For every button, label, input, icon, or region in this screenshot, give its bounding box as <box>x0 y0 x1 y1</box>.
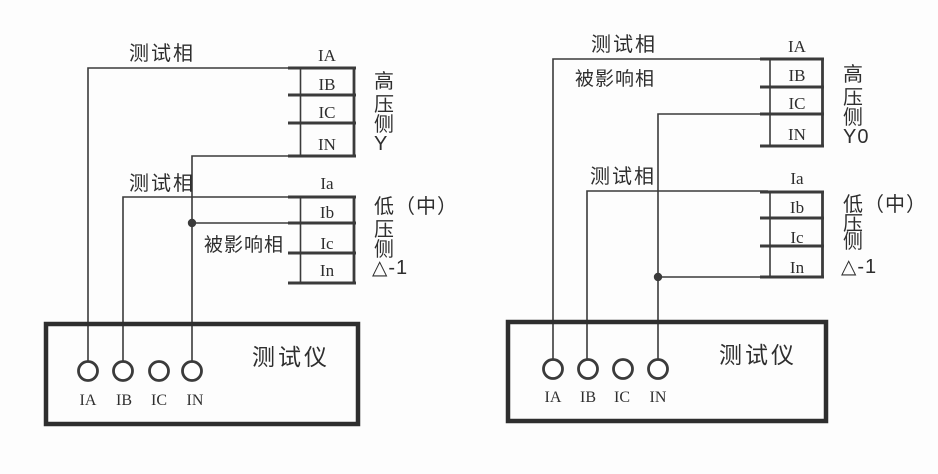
left-lv-side-line-3: 侧 <box>374 238 395 261</box>
left-lv-side-line-2: 压 <box>374 219 395 241</box>
left-tester-socket-label-ia: IA <box>80 392 97 409</box>
right-lv-side-line-2: 压 <box>843 213 864 235</box>
right-tester-socket-label-ic: IC <box>614 389 630 406</box>
right-tester-socket-ic <box>612 358 634 380</box>
left-hv-terminal-label-ic: IC <box>319 103 336 122</box>
right-lv-terminal-label-ia: Ia <box>790 169 804 188</box>
left-wire-lv-ia-to-tester-ib <box>122 196 296 361</box>
left-tester-socket-label-in: IN <box>187 392 204 409</box>
right-hv-side-label: 高 压 侧 Y0 <box>843 63 869 148</box>
right-wire-hv-ia-to-tester-ia <box>552 58 768 359</box>
right-tester-socket-label-ia: IA <box>545 389 562 406</box>
right-tester-socket-label-ib: IB <box>580 389 596 406</box>
left-hv-side-char-3: 侧 <box>374 113 395 136</box>
right-tester-socket-in <box>647 358 669 380</box>
right-tester-socket-ia <box>542 358 564 380</box>
right-test-phase-label-low: 测试相 <box>590 165 656 188</box>
right-hv-terminal-block: IA IB IC IN <box>760 37 824 148</box>
left-lv-terminal-label-ic: Ic <box>320 234 334 253</box>
right-lv-side-line-1: 低（中） <box>843 193 927 216</box>
right-diagram: 测试相 被影响相 测试相 IA IB IC IN 高 压 侧 Y0 <box>505 33 927 424</box>
right-test-phase-label-top: 测试相 <box>591 33 657 56</box>
left-tester-socket-ib <box>112 360 134 382</box>
left-wire-hv-in-to-tester-in <box>191 155 296 361</box>
right-hv-terminal-label-ia: IA <box>788 37 807 56</box>
left-tester-socket-label-ic: IC <box>151 392 167 409</box>
right-affected-phase-label: 被影响相 <box>575 68 655 90</box>
left-test-phase-label-low: 测试相 <box>129 172 195 195</box>
right-lv-side-line-3: 侧 <box>843 230 864 253</box>
left-hv-terminal-label-ia: IA <box>318 46 337 65</box>
right-tester-socket-ib <box>577 358 599 380</box>
left-hv-terminal-label-in: IN <box>318 135 336 154</box>
right-lv-terminal-label-ib: Ib <box>790 198 804 217</box>
right-lv-terminal-label-in: In <box>790 258 805 277</box>
right-hv-winding-code: Y0 <box>843 126 869 148</box>
left-tester-title: 测试仪 <box>252 344 330 370</box>
left-lv-terminal-label-ib: Ib <box>320 203 334 222</box>
right-tester: IA IB IC IN 测试仪 <box>505 319 829 424</box>
right-hv-terminal-label-ib: IB <box>789 66 806 85</box>
left-lv-terminal-label-ia: Ia <box>320 174 334 193</box>
left-wire-hv-ia-to-tester-ia <box>87 67 296 361</box>
left-lv-side-line-1: 低（中） <box>374 195 458 218</box>
left-lv-terminal-label-in: In <box>320 261 335 280</box>
left-hv-terminal-label-ib: IB <box>319 75 336 94</box>
right-hv-side-char-1: 高 <box>843 63 864 86</box>
left-junction-dot <box>187 218 197 228</box>
left-lv-side-label: 低（中） 压 侧 △-1 <box>372 195 458 279</box>
right-tester-box <box>505 319 829 424</box>
right-hv-terminal-label-ic: IC <box>789 94 806 113</box>
right-junction-dot <box>653 272 663 282</box>
left-hv-side-label: 高 压 侧 Y <box>374 70 395 155</box>
right-tester-socket-label-in: IN <box>650 389 667 406</box>
right-lv-winding-code: △-1 <box>841 256 877 278</box>
right-wire-lv-ia-to-tester-ib <box>586 190 768 359</box>
right-hv-terminal-label-in: IN <box>788 125 806 144</box>
left-lv-terminal-block: Ia Ib Ic In <box>288 174 356 285</box>
left-hv-terminal-block: IA IB IC IN <box>288 46 356 158</box>
left-affected-phase-label: 被影响相 <box>204 234 284 256</box>
right-hv-side-char-3: 侧 <box>843 106 864 129</box>
left-lv-winding-code: △-1 <box>372 257 408 279</box>
right-hv-side-char-2: 压 <box>843 87 864 109</box>
left-hv-side-char-2: 压 <box>374 94 395 116</box>
left-tester-socket-ia <box>77 360 99 382</box>
right-lv-side-label: 低（中） 压 侧 △-1 <box>841 193 927 278</box>
right-lv-terminal-label-ic: Ic <box>790 228 804 247</box>
left-tester-socket-ic <box>148 360 170 382</box>
left-tester-socket-in <box>181 360 203 382</box>
right-tester-title: 测试仪 <box>719 342 797 368</box>
left-tester-socket-label-ib: IB <box>116 392 132 409</box>
left-test-phase-label-top: 测试相 <box>129 42 195 65</box>
left-hv-winding-code: Y <box>374 133 388 155</box>
left-tester-box <box>43 321 361 427</box>
left-diagram: 测试相 测试相 被影响相 IA IB IC IN 高 压 侧 Y <box>43 42 458 427</box>
right-lv-terminal-block: Ia Ib Ic In <box>760 169 824 279</box>
left-tester: IA IB IC IN 测试仪 <box>43 321 361 427</box>
left-hv-side-char-1: 高 <box>374 70 395 93</box>
